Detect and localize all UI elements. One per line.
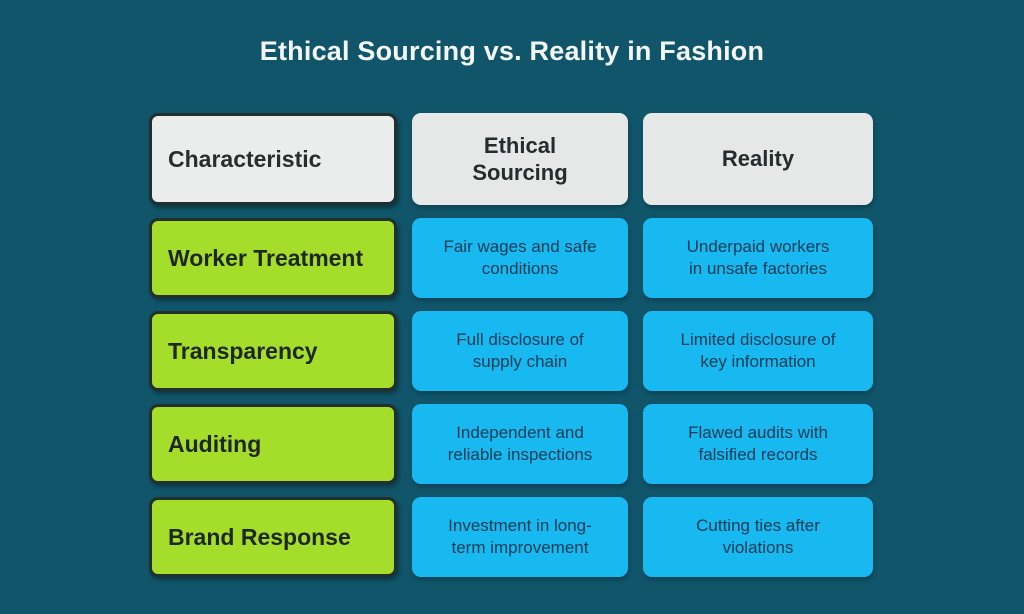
row-label-auditing: Auditing (149, 404, 397, 484)
cell-transparency-reality: Limited disclosure of key information (643, 311, 873, 391)
cell-transparency-ethical: Full disclosure of supply chain (412, 311, 628, 391)
cell-auditing-reality: Flawed audits with falsified records (643, 404, 873, 484)
cell-brand-response-ethical: Investment in long- term improvement (412, 497, 628, 577)
cell-worker-treatment-reality: Underpaid workers in unsafe factories (643, 218, 873, 298)
page-title: Ethical Sourcing vs. Reality in Fashion (259, 36, 765, 66)
header-cell-ethical-sourcing: Ethical Sourcing (412, 113, 628, 205)
row-label-transparency: Transparency (149, 311, 397, 391)
row-label-brand-response: Brand Response (149, 497, 397, 577)
comparison-table: Characteristic Ethical Sourcing Reality … (149, 113, 873, 577)
row-label-worker-treatment: Worker Treatment (149, 218, 397, 298)
header-cell-reality: Reality (643, 113, 873, 205)
cell-brand-response-reality: Cutting ties after violations (643, 497, 873, 577)
header-cell-characteristic: Characteristic (149, 113, 397, 205)
cell-worker-treatment-ethical: Fair wages and safe conditions (412, 218, 628, 298)
cell-auditing-ethical: Independent and reliable inspections (412, 404, 628, 484)
